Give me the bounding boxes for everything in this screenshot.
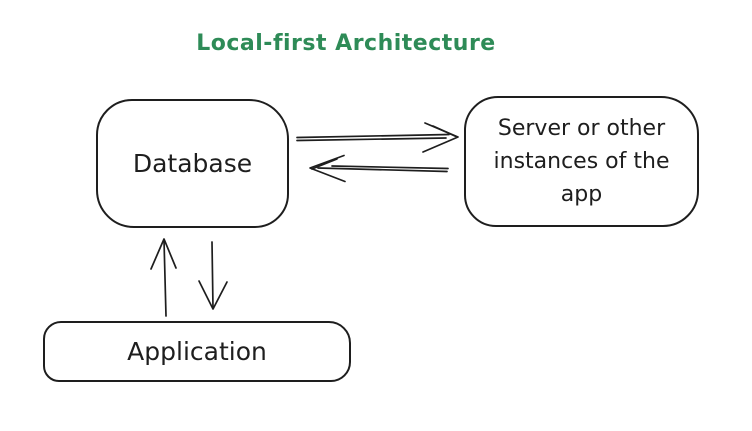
node-database: Database	[96, 99, 289, 228]
arrow-database-to-application	[198, 241, 228, 310]
arrow-database-to-server	[296, 122, 459, 153]
node-application: Application	[43, 321, 351, 382]
node-server: Server or other instances of the app	[464, 96, 699, 227]
diagram-title: Local-first Architecture	[196, 31, 496, 56]
node-server-label: Server or other instances of the app	[493, 116, 670, 207]
arrow-application-to-database	[150, 238, 177, 317]
node-database-label: Database	[132, 149, 253, 178]
arrow-server-to-database	[309, 154, 449, 183]
node-application-label: Application	[127, 337, 267, 366]
